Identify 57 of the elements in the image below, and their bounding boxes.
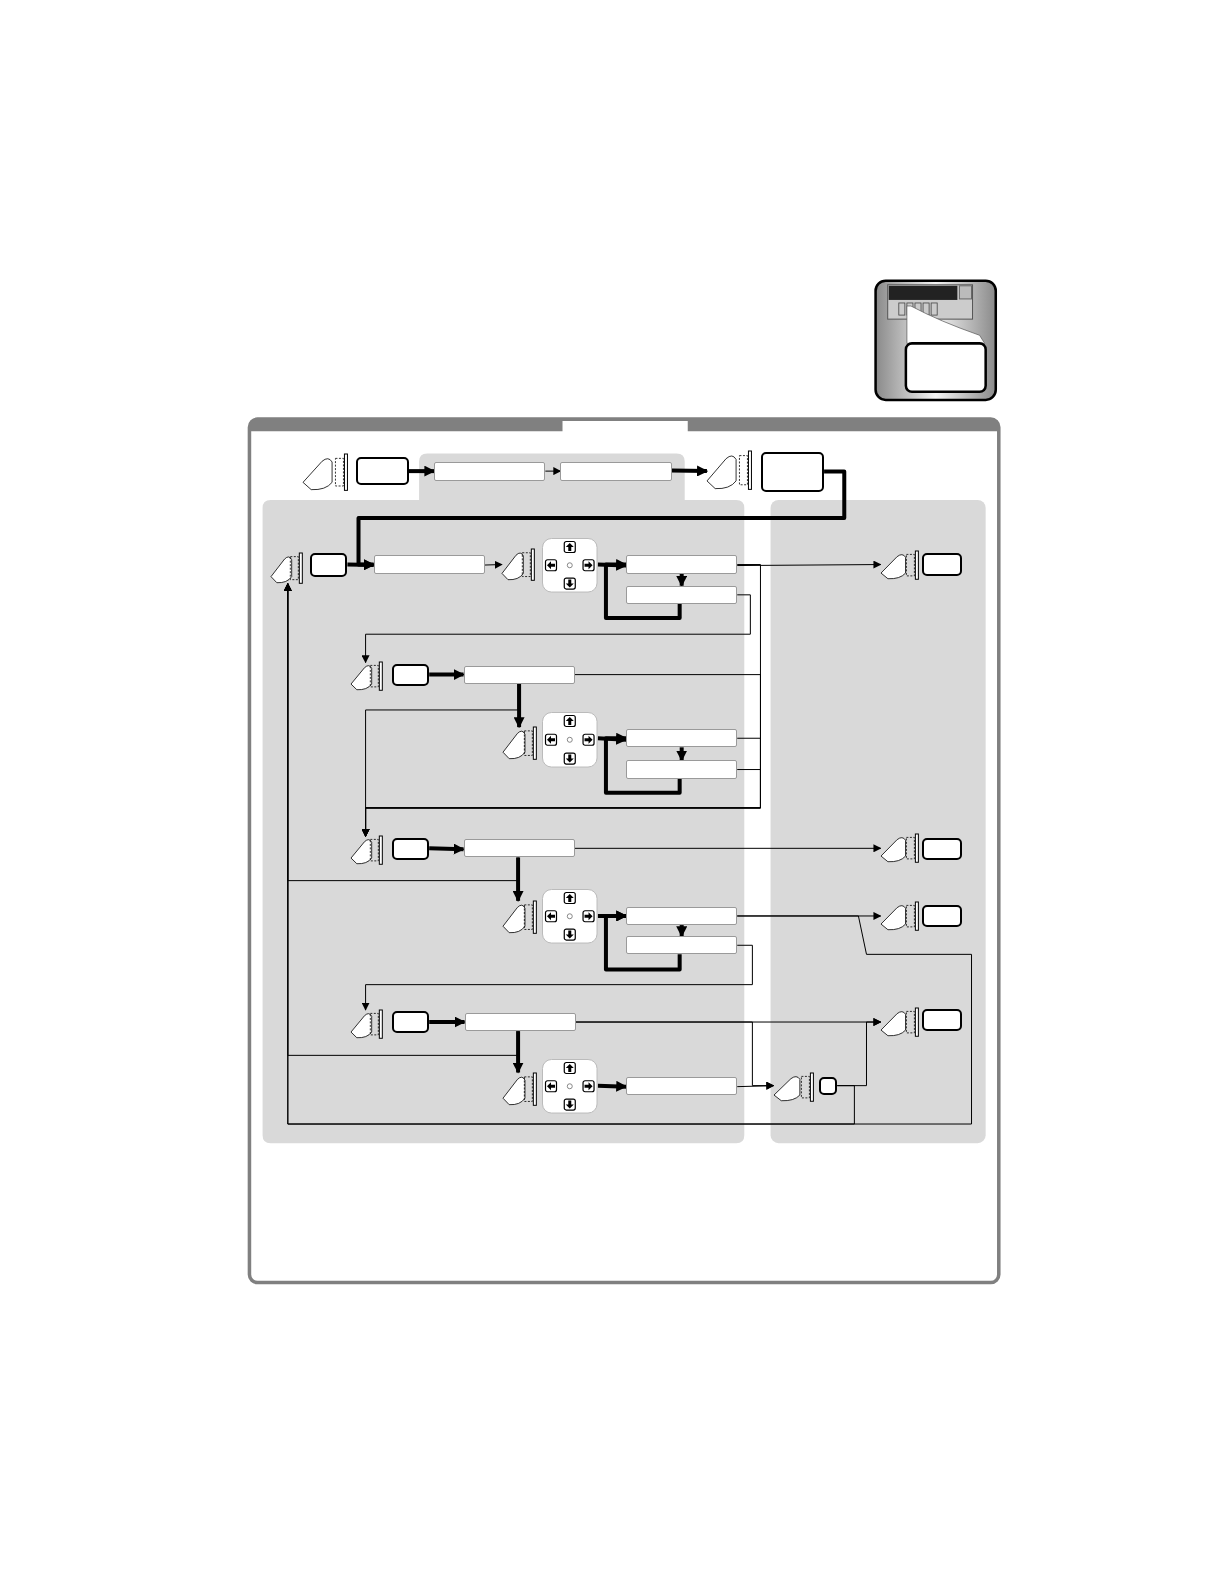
finger-press-icon (351, 662, 384, 691)
finger-press-icon (773, 1072, 814, 1101)
arrow (361, 594, 751, 664)
blank-bar (626, 760, 738, 779)
thick-arrow (429, 1016, 466, 1028)
thick-arrow (676, 925, 688, 938)
thick-arrow (409, 465, 436, 477)
thick-arrow (429, 843, 465, 855)
display-box (922, 1008, 963, 1032)
blank-bar (626, 729, 738, 748)
blank-bar (463, 839, 575, 858)
arrow (574, 844, 882, 853)
thick-arrow (676, 573, 688, 587)
finger-press-icon (351, 836, 384, 865)
thick-arrow (671, 465, 709, 477)
arrow (361, 944, 753, 1011)
blank-bar (626, 555, 738, 574)
thick-arrow (429, 669, 465, 681)
finger-press-icon (351, 1009, 384, 1039)
finger-press-icon (270, 553, 303, 584)
finger-press-icon (502, 900, 538, 934)
blank-bar (626, 936, 738, 955)
keypad-icon (542, 1059, 598, 1114)
thick-arrow (603, 910, 682, 972)
finger-press-icon (880, 551, 919, 580)
arrow (736, 1081, 775, 1090)
keypad-icon (542, 538, 598, 593)
display-box (310, 553, 348, 577)
thick-arrow (603, 559, 682, 621)
thick-arrow (603, 732, 682, 795)
finger-press-icon (706, 451, 753, 490)
thick-arrow (597, 1080, 628, 1092)
thick-arrow (513, 683, 525, 729)
display-box (922, 904, 963, 928)
blank-bar (373, 555, 485, 574)
display-box (356, 457, 409, 485)
display-box (391, 838, 430, 861)
keypad-icon (542, 888, 598, 944)
finger-press-icon (502, 727, 538, 760)
keypad-icon (542, 711, 598, 768)
thick-arrow (347, 559, 375, 571)
arrow (283, 582, 855, 1125)
finger-press-icon (501, 549, 536, 581)
thick-arrow (676, 747, 688, 762)
arrow (484, 560, 503, 569)
finger-press-icon (502, 1072, 538, 1105)
finger-press-icon (880, 901, 919, 931)
arrow (736, 560, 882, 569)
finger-press-icon (880, 1007, 919, 1037)
thick-arrow (512, 857, 524, 902)
thick-arrow (512, 1031, 524, 1074)
arrow (544, 467, 562, 476)
finger-press-icon (880, 834, 919, 863)
display-box (922, 838, 963, 861)
thick-arrow (597, 733, 628, 745)
display-box (922, 553, 963, 576)
display-box (761, 452, 825, 492)
